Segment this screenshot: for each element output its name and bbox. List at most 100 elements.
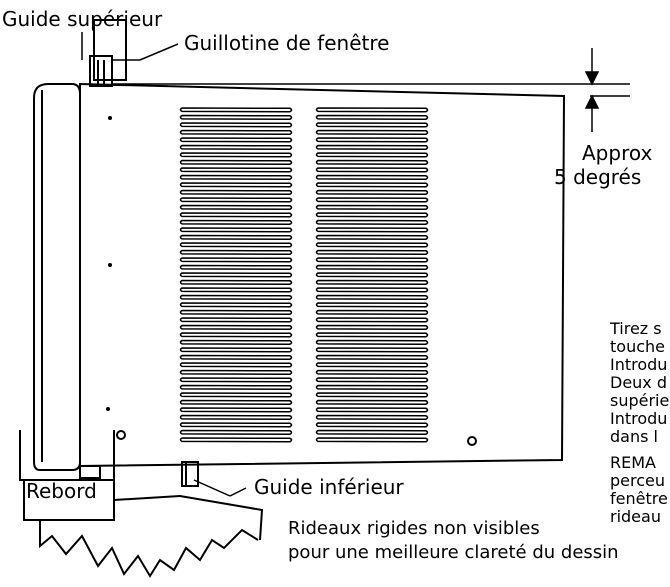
- louver-slot: [179, 332, 293, 338]
- louver-slot: [179, 272, 293, 278]
- side-text-line: dans l: [610, 427, 658, 446]
- louver-slot: [179, 302, 293, 308]
- louver-slot: [315, 392, 429, 398]
- side-text-line: rideau: [610, 507, 661, 526]
- louver-slot: [315, 234, 429, 240]
- louver-column-right: [315, 107, 429, 443]
- louver-slot: [315, 362, 429, 368]
- louver-slot: [179, 144, 293, 150]
- louver-slot: [315, 189, 429, 195]
- side-instructions: Tirez s touche Introdu Deux d supérie In…: [609, 319, 669, 526]
- louver-slot: [315, 152, 429, 158]
- louver-slot: [179, 249, 293, 255]
- louver-slot: [315, 144, 429, 150]
- louver-slot: [179, 429, 293, 435]
- louver-slot: [315, 377, 429, 383]
- reference-lines: [112, 83, 630, 97]
- wall-break: [39, 520, 259, 578]
- louver-slot: [179, 242, 293, 248]
- louver-slot: [179, 354, 293, 360]
- louver-slot: [179, 189, 293, 195]
- leader-lines: [81, 32, 247, 497]
- louver-slot: [315, 137, 429, 143]
- louver-slot: [179, 392, 293, 398]
- louver-slot: [315, 159, 429, 165]
- label-curtains-line1: Rideaux rigides non visibles: [288, 518, 540, 539]
- louver-slot: [179, 377, 293, 383]
- louver-slot: [315, 279, 429, 285]
- louver-slot: [179, 227, 293, 233]
- louver-slot: [315, 107, 429, 113]
- label-approx: Approx: [582, 141, 652, 165]
- louver-slot: [179, 287, 293, 293]
- louver-slot: [315, 122, 429, 128]
- louver-slot: [179, 414, 293, 420]
- louver-slot: [179, 204, 293, 210]
- side-text-line: touche: [610, 337, 665, 356]
- louver-slot: [179, 129, 293, 135]
- bottom-guide: [79, 461, 199, 487]
- cabinet-bolts: [116, 430, 477, 446]
- louver-slot: [179, 407, 293, 413]
- side-text-line: Deux d: [610, 373, 667, 392]
- louver-slot: [315, 272, 429, 278]
- louver-slot: [315, 249, 429, 255]
- louver-slot: [179, 167, 293, 173]
- louver-slot: [179, 362, 293, 368]
- louver-slot: [179, 219, 293, 225]
- louver-slot: [179, 152, 293, 158]
- louver-slot: [315, 332, 429, 338]
- louver-slot: [315, 219, 429, 225]
- louver-slot: [315, 182, 429, 188]
- side-text-line: REMA: [610, 453, 656, 472]
- front-panel: [33, 83, 81, 471]
- window-sash: [89, 19, 127, 87]
- louver-slot: [315, 437, 429, 443]
- louver-slot: [315, 414, 429, 420]
- cabinet-screws: [106, 116, 112, 411]
- louver-slot: [179, 294, 293, 300]
- side-text-line: Introdu: [610, 409, 667, 428]
- louver-slot: [179, 107, 293, 113]
- louver-slot: [179, 137, 293, 143]
- cabinet: [79, 82, 566, 468]
- louver-slot: [315, 354, 429, 360]
- louver-slot: [315, 174, 429, 180]
- angle-arrows: [584, 48, 600, 132]
- louver-slot: [315, 347, 429, 353]
- louver-slot: [179, 264, 293, 270]
- louver-slot: [179, 317, 293, 323]
- louver-slot: [315, 422, 429, 428]
- louver-slot: [179, 384, 293, 390]
- louver-slot: [315, 407, 429, 413]
- louver-slot: [179, 257, 293, 263]
- louver-slot: [179, 159, 293, 165]
- side-text-line: Introdu: [610, 355, 667, 374]
- louver-slot: [315, 227, 429, 233]
- louver-slot: [315, 114, 429, 120]
- louver-slot: [315, 242, 429, 248]
- label-degrees: 5 degrés: [554, 165, 641, 189]
- louver-slot: [179, 212, 293, 218]
- side-text-line: supérie: [610, 391, 669, 410]
- label-top-guide: Guide supérieur: [2, 7, 163, 31]
- side-text-line: Tirez s: [609, 319, 662, 338]
- louver-slot: [315, 302, 429, 308]
- louver-slot: [315, 384, 429, 390]
- louver-slot: [315, 212, 429, 218]
- louver-slot: [179, 347, 293, 353]
- louver-slot: [315, 204, 429, 210]
- louver-slot: [315, 317, 429, 323]
- louver-slot: [179, 437, 293, 443]
- louver-slot: [179, 339, 293, 345]
- louver-slot: [315, 197, 429, 203]
- label-window-sash: Guillotine de fenêtre: [184, 31, 389, 55]
- louver-slot: [315, 287, 429, 293]
- side-text-line: perceu: [610, 471, 665, 490]
- louver-slot: [315, 264, 429, 270]
- louver-slot: [315, 167, 429, 173]
- label-sill: Rebord: [26, 479, 97, 503]
- louver-slot: [179, 369, 293, 375]
- louver-slot: [179, 182, 293, 188]
